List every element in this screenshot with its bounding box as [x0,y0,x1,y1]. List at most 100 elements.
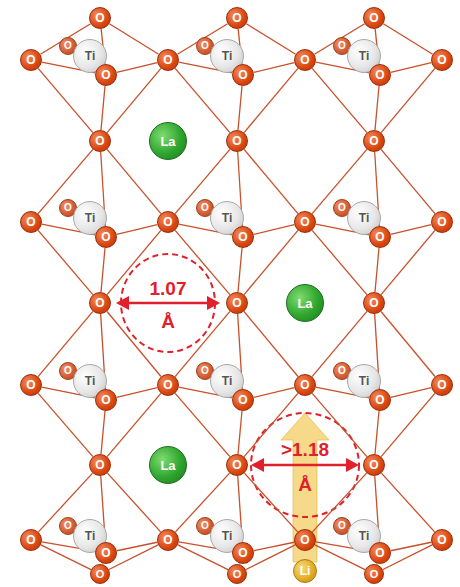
atom-symbol: O [95,297,104,309]
atom-symbol: O [26,534,35,546]
bond-line [117,388,158,398]
bond-line [109,24,158,54]
atom-symbol: O [101,231,110,243]
bond-line [312,68,367,132]
bond-line [312,230,367,294]
bond-line [175,393,230,456]
dimension-arrowhead [251,458,264,472]
atom-symbol: O [238,231,247,243]
atom-symbol: O [96,569,105,580]
oxygen-atom: O [89,454,111,476]
bond-line [254,388,295,398]
oxygen-atom: O [232,226,254,248]
atom-symbol: O [375,69,384,81]
oxygen-atom: O [431,211,453,233]
atom-symbol: O [64,41,72,51]
atom-symbol: O [338,366,346,376]
bond-line [38,68,93,132]
atom-symbol: O [232,297,241,309]
atom-symbol: O [101,69,110,81]
atom-symbol: O [163,379,172,391]
bond-line [246,24,295,54]
atom-symbol: Ti [85,50,95,62]
atom-symbol: O [64,203,72,213]
oxygen-atom: O [226,130,248,152]
oxygen-atom: O [227,564,247,584]
atom-symbol: O [338,521,346,531]
atom-symbol: Ti [222,375,232,387]
atom-symbol: Ti [359,375,369,387]
bond-line [254,63,295,73]
atom-symbol: La [160,459,175,472]
lithium-atom: Li [293,559,317,583]
atom-symbol: O [26,54,35,66]
atom-symbol: O [233,569,242,580]
bond-line [375,411,379,454]
oxygen-atom: O [369,542,391,564]
dimension-label: Å [298,475,312,494]
dimension-label: Å [161,312,175,331]
oxygen-atom: O [20,49,42,71]
atom-symbol: O [95,459,104,471]
oxygen-atom: O [431,374,453,396]
atom-symbol: O [369,12,378,24]
oxygen-atom: O [363,454,385,476]
oxygen-atom: O [89,130,111,152]
atom-symbol: O [375,231,384,243]
oxygen-atom: O [226,7,248,29]
bond-line [107,149,161,213]
oxygen-atom: O [232,389,254,411]
lanthanum-atom: La [149,446,187,484]
atom-symbol: Ti [85,530,95,542]
atom-symbol: O [370,569,379,580]
oxygen-atom: O [363,292,385,314]
atom-symbol: O [201,521,209,531]
atom-symbol: Li [300,565,311,577]
bottleneck-circle [121,254,215,352]
bond-line [101,248,105,292]
oxygen-atom: O [95,226,117,248]
oxygen-atom: O [95,542,117,564]
bond-line [238,248,242,292]
atom-symbol: O [201,203,209,213]
oxygen-atom: O [364,564,384,584]
bond-line [375,86,379,130]
bond-line [107,473,160,532]
atom-symbol: O [369,135,378,147]
oxygen-atom: O [89,292,111,314]
dimension-label: 1.07 [150,279,187,298]
oxygen-atom: O [20,211,42,233]
oxygen-atom: O [294,529,316,551]
bond-line [117,542,157,550]
atom-symbol: O [64,521,72,531]
atom-symbol: O [26,216,35,228]
bond-line [101,86,105,130]
oxygen-atom: O [363,7,385,29]
atom-symbol: O [375,394,384,406]
atom-symbol: O [101,547,110,559]
atom-symbol: O [375,547,384,559]
bond-line [101,411,105,454]
bond-line [391,63,432,73]
oxygen-atom: O [157,529,179,551]
oxygen-atom: O [95,389,117,411]
atom-symbol: Ti [222,50,232,62]
atom-symbol: Ti [359,212,369,224]
dimension-arrowhead [116,296,129,310]
atom-symbol: O [437,216,446,228]
oxygen-atom: O [20,374,42,396]
oxygen-atom: O [20,529,42,551]
atom-symbol: O [232,135,241,147]
atom-symbol: O [437,379,446,391]
atom-symbol: O [300,534,309,546]
oxygen-atom: O [226,454,248,476]
bond-line [175,68,230,132]
dimension-label: >1.18 [281,440,329,459]
oxygen-atom: O [431,49,453,71]
atom-symbol: Ti [222,530,232,542]
bond-line [381,311,435,376]
atom-symbol: O [300,216,309,228]
atom-symbol: Ti [222,212,232,224]
atom-symbol: Ti [85,212,95,224]
bond-line [244,311,298,376]
